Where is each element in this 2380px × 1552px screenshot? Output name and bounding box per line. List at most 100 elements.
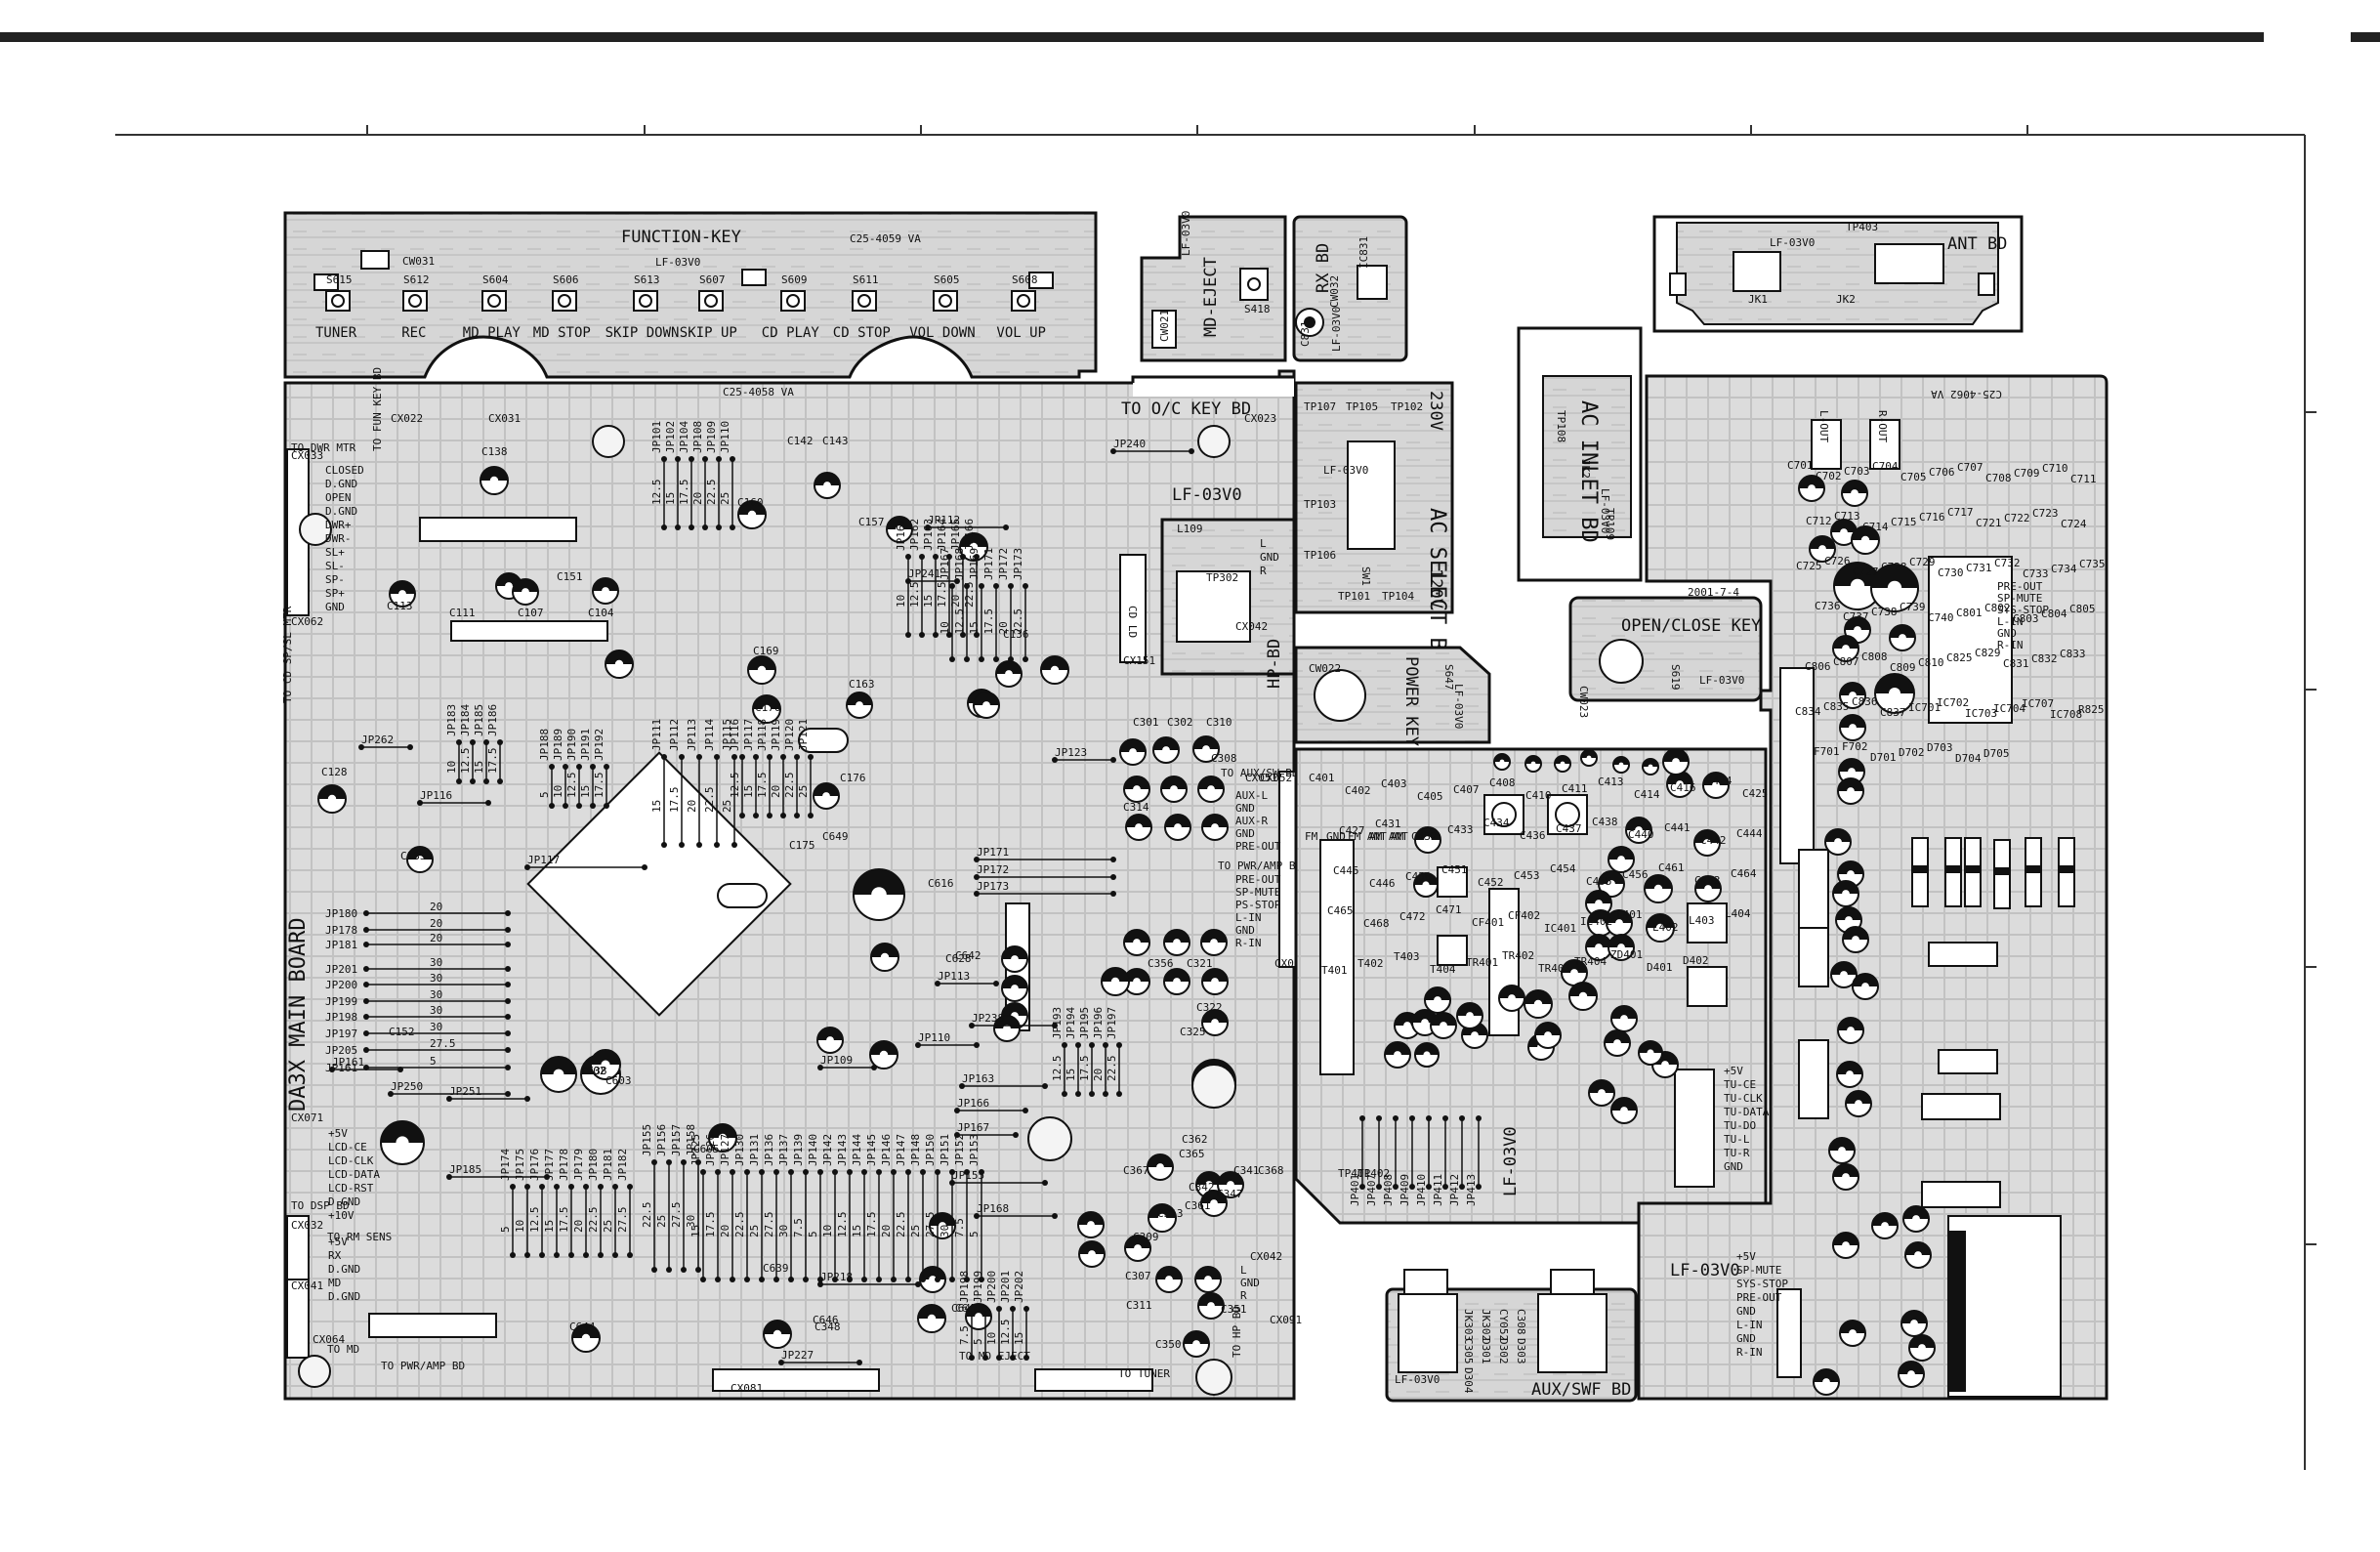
function-key-label-9: VOL UP: [996, 325, 1046, 341]
main-vjumper-val-80: 5: [972, 1338, 984, 1345]
amp-ref-8: C709: [2014, 467, 2040, 480]
mounting-hole-0: [592, 425, 625, 458]
main-vjumper-ref-1: JP102: [664, 421, 677, 453]
main-left-pin-4: DWR+: [325, 519, 352, 531]
tuner-cap-34: [1588, 1079, 1615, 1107]
mounting-hole-4: [1195, 1359, 1232, 1396]
main-cap-13: [1040, 655, 1069, 685]
amp-ref-63: F701: [1814, 745, 1840, 758]
ac-select-tp4: TP103: [1304, 498, 1336, 511]
main-vjumper-val-38: 7.5: [953, 1218, 966, 1237]
amp-pin-3: L-IN: [1997, 615, 2024, 628]
tuner-ref-30: C453: [1514, 869, 1540, 882]
amp-cap-14: [1837, 777, 1864, 805]
main-cap-54: [1201, 814, 1229, 841]
main-vjumper-val-24: 25: [748, 1225, 761, 1237]
main-ref-19: C616: [928, 877, 954, 890]
main-vjumper-val-56: 5: [499, 1226, 512, 1233]
amp-ref-53: C835: [1823, 700, 1850, 713]
tuner-ref-55: TR403: [1538, 962, 1570, 975]
main-cap-28: [590, 1049, 621, 1080]
hp-pin-1: GND: [1260, 551, 1279, 564]
main-cap-37: [1147, 1154, 1174, 1181]
main-vjumper-ref-64: JP182: [616, 1149, 629, 1181]
amp-ref-6: C707: [1957, 461, 1983, 474]
main-connector-label-3: TO DSP BD: [291, 1199, 350, 1212]
main-vjumper-ref-74: JP193: [1051, 1007, 1064, 1039]
tuner-ref-38: C468: [1363, 917, 1390, 930]
main-ref-29: C641: [955, 1302, 981, 1315]
md-eject-label: MD-EJECT: [1201, 257, 1221, 337]
main-vjumper-ref-38: JP152: [953, 1134, 966, 1166]
main-ref-5: C163: [849, 678, 875, 691]
main-pwr-pin-4: GND: [1235, 924, 1255, 937]
oc-key-cw: CW023: [1577, 686, 1590, 718]
main-hjumper-ref-0: JP171: [977, 846, 1009, 859]
main-vjumper-ref-69: JP188: [538, 729, 551, 761]
tuner-ref-17: C434: [1483, 817, 1510, 829]
main-ref-33: C350: [1155, 1338, 1182, 1351]
tuner-cap-39: [1414, 826, 1441, 854]
amp-cx-pin-7: R-IN: [1736, 1346, 1763, 1359]
main-ref-42: C367: [1123, 1164, 1149, 1177]
main-ref-30: C644: [569, 1321, 596, 1333]
main-cap-47: [1152, 736, 1180, 764]
tuner-ref-39: C472: [1399, 910, 1426, 923]
amp-pin-0: PRE-OUT: [1997, 580, 2043, 593]
main-hjumper-16: JP240: [1110, 438, 1194, 454]
main-vjumper-ref-59: JP177: [543, 1149, 556, 1181]
main-board-pin-labels: CLOSEDD.GNDOPEND.GNDDWR+DWR-SL+SL-SP-SP+…: [325, 464, 1281, 1303]
tuner-ref-53: TR401: [1466, 956, 1498, 969]
main-jumper-row-val-1: 20: [430, 917, 442, 930]
amp-cap-4: [1851, 525, 1880, 555]
main-vjumper-ref-82: JP201: [999, 1271, 1012, 1303]
main-vjumper-val-23: 22.5: [733, 1212, 746, 1238]
main-left-pin-0: CLOSED: [325, 464, 364, 477]
amp-ref-48: C829: [1975, 647, 2001, 659]
main-ref-21: C642: [955, 949, 981, 962]
main-left-pin-1: D.GND: [325, 478, 357, 490]
tuner-cx-pin-1: TU-CE: [1724, 1078, 1756, 1091]
main-vjumper-ref-14: JP119: [770, 719, 782, 751]
main-vjumper-val-9: 22.5: [703, 787, 716, 814]
main-hjumper-2: JP173: [974, 880, 1116, 897]
main-cap-38: [1148, 1203, 1177, 1233]
amp-pin-4: GND: [1997, 627, 2017, 640]
main-cap-66: [1101, 967, 1130, 996]
main-jumper-row-label-4: JP200: [325, 979, 357, 991]
amp-ref-0: C701: [1787, 459, 1814, 472]
main-vjumper-ref-33: JP146: [880, 1134, 893, 1166]
tuner-ref-40: C471: [1436, 903, 1462, 916]
main-vjumper-ref-61: JP179: [572, 1149, 585, 1181]
main-cap-7: [814, 472, 841, 499]
main-vjumper-ref-56: JP174: [499, 1149, 512, 1181]
main-connector-ref-0: CX022: [391, 412, 423, 425]
main-left-pin-5: DWR-: [325, 532, 352, 545]
main-vjumper-ref-28: JP140: [807, 1134, 819, 1166]
function-key-label-5: SKIP UP: [680, 325, 737, 341]
main-vjumper-ref-6: JP111: [650, 719, 663, 751]
main-hp-pin-0: L: [1240, 1264, 1247, 1277]
main-vjumper-val-69: 5: [538, 791, 551, 798]
amp-cap-13: [1838, 758, 1865, 785]
tuner-label-4: AM: [1391, 830, 1404, 843]
main-vjumper-ref-77: JP196: [1092, 1007, 1105, 1039]
tuner-ref-0: C401: [1309, 772, 1335, 784]
main-hjumper-3: JP238: [969, 1012, 1058, 1028]
main-cap-48: [1192, 735, 1220, 763]
hp-part-0: L109: [1177, 523, 1203, 535]
